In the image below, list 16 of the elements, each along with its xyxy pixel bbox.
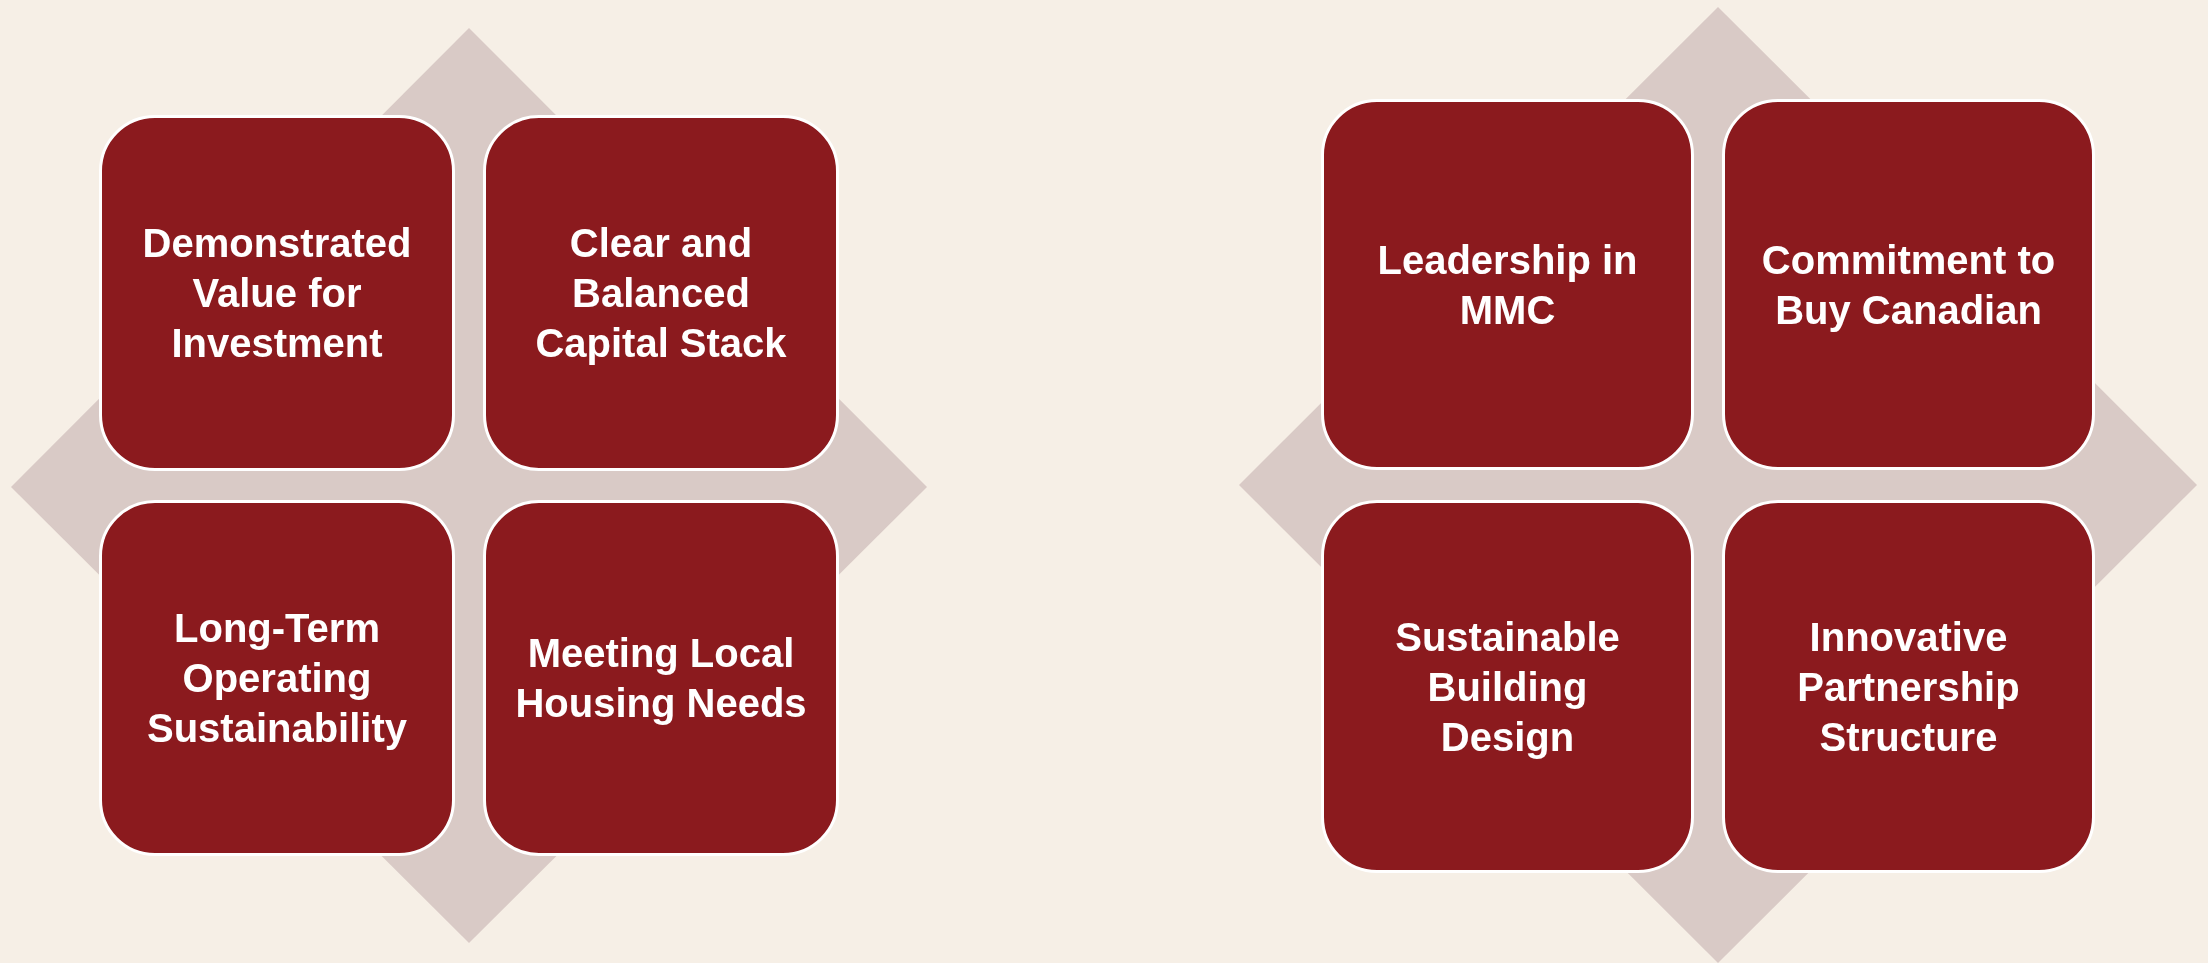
tile-label: Sustainable Building Design — [1394, 613, 1621, 761]
tile-label: Meeting Local Housing Needs — [514, 630, 808, 727]
tile-label: Demonstrated Value for Investment — [142, 220, 412, 367]
rounded-square-tile — [1321, 99, 1694, 470]
tile-label: Commitment to Buy Canadian — [1760, 236, 2057, 334]
tile-label: Innovative Partnership Structure — [1796, 613, 2021, 761]
rounded-square-tile — [483, 115, 839, 471]
rounded-square-tile — [1722, 500, 2095, 873]
rounded-square-tile — [483, 500, 839, 856]
tile-label: Clear and Balanced Capital Stack — [534, 220, 788, 367]
rounded-square-tile — [1722, 99, 2095, 470]
tile-label: Long-Term Operating Sustainability — [145, 605, 409, 752]
tile-label: Leadership in MMC — [1376, 236, 1639, 334]
rounded-square-tile — [99, 500, 455, 856]
rounded-square-tile — [1321, 500, 1694, 873]
rounded-square-tile — [99, 115, 455, 471]
